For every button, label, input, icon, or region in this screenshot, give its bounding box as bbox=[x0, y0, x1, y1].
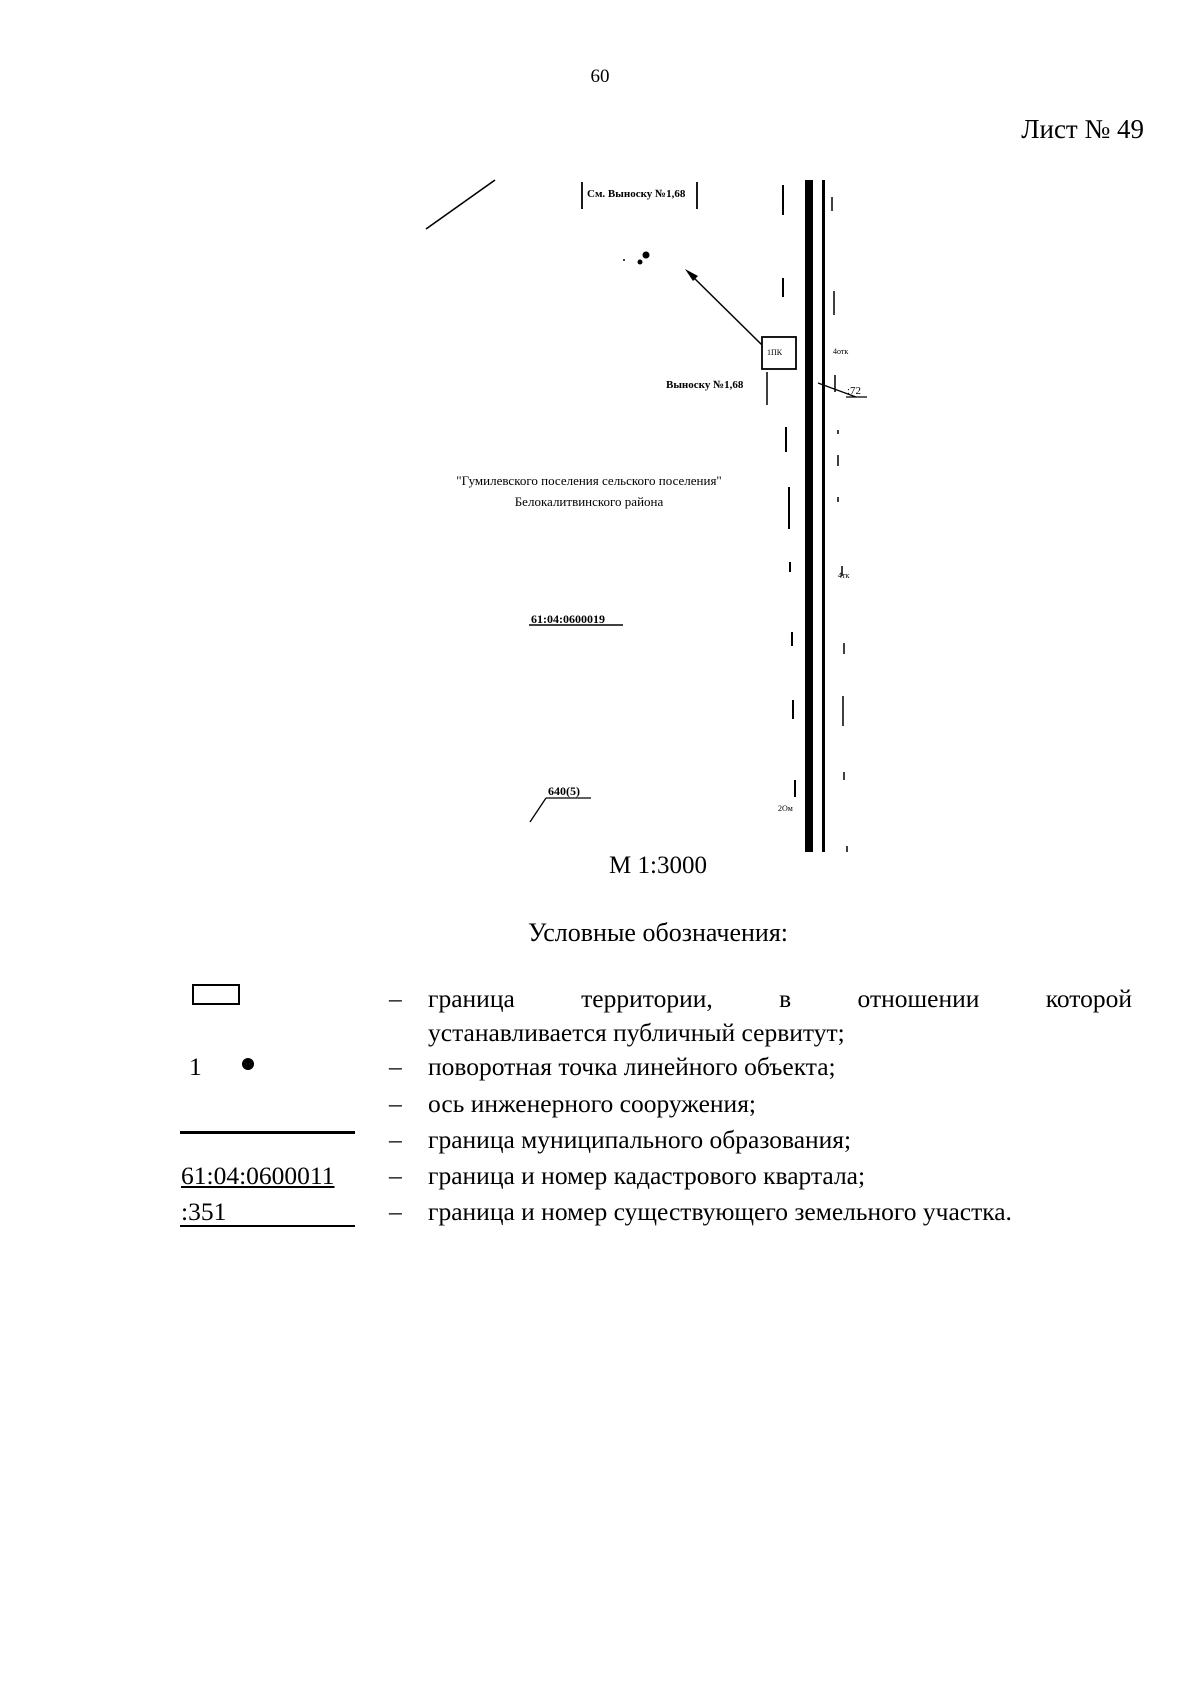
land-parcel-label: :351 bbox=[181, 1197, 227, 1226]
land-parcel-line bbox=[180, 1225, 355, 1227]
settlement-label-line2: Белокалитвинского района bbox=[515, 494, 664, 509]
parcel-right-label-b: 4отк bbox=[833, 347, 848, 356]
legend-dash: – bbox=[389, 1052, 402, 1081]
settlement-label-line1: "Гумилевского поселения сельского поселе… bbox=[456, 473, 721, 488]
callout-arrow bbox=[689, 273, 763, 346]
scale-label: М 1:3000 bbox=[609, 852, 707, 879]
dashed-axis-right bbox=[831, 197, 848, 852]
quarter-label: 61:04:0600019 bbox=[531, 612, 605, 626]
cadastral-quarter-label: 61:04:0600011 bbox=[181, 1161, 335, 1190]
land-parcel-symbol: :351 bbox=[180, 1195, 355, 1229]
point-dot-icon bbox=[242, 1058, 254, 1070]
legend-text: поворотная точка линейного объекта; bbox=[428, 1052, 836, 1081]
cadastral-quarter-symbol: 61:04:0600011 bbox=[180, 1159, 355, 1193]
parcel-right-label-c: 4тк bbox=[838, 571, 849, 580]
legend-text: граница и номер кадастрового квартала; bbox=[428, 1161, 866, 1190]
parcel-left-leader bbox=[529, 797, 547, 823]
municipal-boundary-symbol bbox=[180, 1107, 355, 1141]
callout-arrowhead bbox=[685, 269, 698, 281]
legend-dash: – bbox=[389, 1125, 402, 1154]
callout-box-label: 1ПК bbox=[767, 348, 783, 357]
map-point bbox=[623, 259, 625, 261]
cadastral-map: См. Выноску №1,68 1ПК Выноску №1,68 4отк… bbox=[425, 179, 867, 852]
page-number: 60 bbox=[590, 66, 610, 87]
point-number-label: 1 bbox=[189, 1052, 202, 1081]
legend-text: ось инженерного сооружения; bbox=[428, 1089, 757, 1118]
legend-dash: – bbox=[389, 1089, 402, 1118]
legend-text: граница территории, в отношении которой bbox=[428, 984, 1132, 1013]
municipal-boundary bbox=[805, 180, 813, 852]
legend-text: граница муниципального образования; bbox=[428, 1125, 852, 1154]
legend-dash: – bbox=[389, 1197, 402, 1226]
legend-dash: – bbox=[389, 984, 402, 1013]
dashed-axis-left bbox=[782, 185, 796, 797]
callout-ref-label: Выноску №1,68 bbox=[666, 379, 744, 391]
legend-text: граница и номер существующего земельного… bbox=[428, 1197, 1012, 1226]
turning-point-symbol: 1 bbox=[180, 1050, 355, 1084]
parcel-left-label: 640(5) bbox=[548, 784, 580, 798]
callout-box bbox=[761, 336, 797, 370]
legend-text: устанавливается публичный сервитут; bbox=[428, 1018, 845, 1047]
top-ref-label: См. Выноску №1,68 bbox=[587, 188, 686, 200]
road-thin-line bbox=[822, 180, 825, 852]
map-diagonal-line bbox=[425, 179, 496, 230]
parcel-right-label-a: :72 bbox=[847, 385, 861, 397]
legend-title: Условные обозначения: bbox=[527, 918, 789, 947]
map-point bbox=[637, 259, 643, 265]
parcel-right-leader bbox=[817, 382, 857, 398]
legend-dash: – bbox=[389, 1161, 402, 1190]
servitude-boundary-symbol bbox=[180, 982, 355, 1016]
bottom-mark-label: 2Ом bbox=[778, 804, 793, 813]
map-point bbox=[642, 251, 650, 259]
sheet-label: Лист № 49 bbox=[1021, 114, 1144, 144]
